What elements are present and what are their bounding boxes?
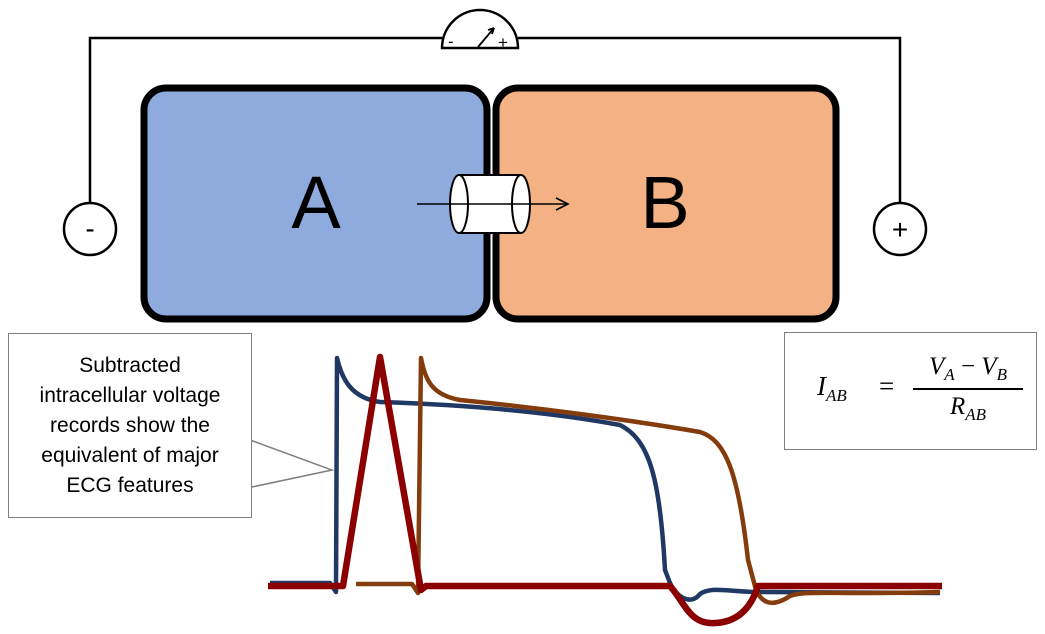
current-subscript: AB — [826, 386, 847, 405]
positive-terminal-label: + — [892, 214, 908, 245]
voltage-a-subscript: A — [944, 365, 955, 384]
cell-b-label: B — [640, 161, 689, 244]
equation-numerator: VA − VB — [913, 353, 1023, 385]
negative-terminal: - — [62, 201, 118, 257]
negative-terminal-label: - — [85, 213, 94, 244]
callout-pointer — [249, 439, 335, 488]
equation-equals: = — [879, 371, 895, 401]
meter-negative-sign: - — [448, 32, 454, 51]
minus-sign: − — [960, 353, 976, 380]
equation-denominator: RAB — [913, 393, 1023, 425]
voltage-b-symbol: V — [981, 353, 997, 380]
resistance-subscript: AB — [965, 405, 987, 424]
voltage-a-symbol: V — [929, 353, 945, 380]
cell-a-action-potential — [270, 355, 941, 602]
current-symbol: I — [817, 371, 826, 401]
positive-terminal: + — [872, 201, 928, 257]
voltage-b-subscript: B — [996, 365, 1007, 384]
equation-lhs: IAB — [817, 371, 847, 406]
voltmeter-icon: - + — [440, 8, 520, 52]
circuit-wire — [88, 36, 902, 205]
cell-a-label: A — [291, 161, 341, 244]
callout-box: Subtracted intracellular voltage records… — [8, 333, 252, 518]
equation-box: IAB = VA − VB RAB — [784, 332, 1037, 450]
callout-text: Subtracted intracellular voltage records… — [39, 353, 221, 497]
resistance-symbol: R — [949, 393, 966, 420]
difference-ecg-trace — [268, 353, 942, 627]
current-arrow — [417, 197, 570, 211]
cell-b-action-potential — [356, 355, 941, 606]
meter-positive-sign: + — [498, 33, 508, 52]
fraction-bar — [913, 388, 1023, 390]
